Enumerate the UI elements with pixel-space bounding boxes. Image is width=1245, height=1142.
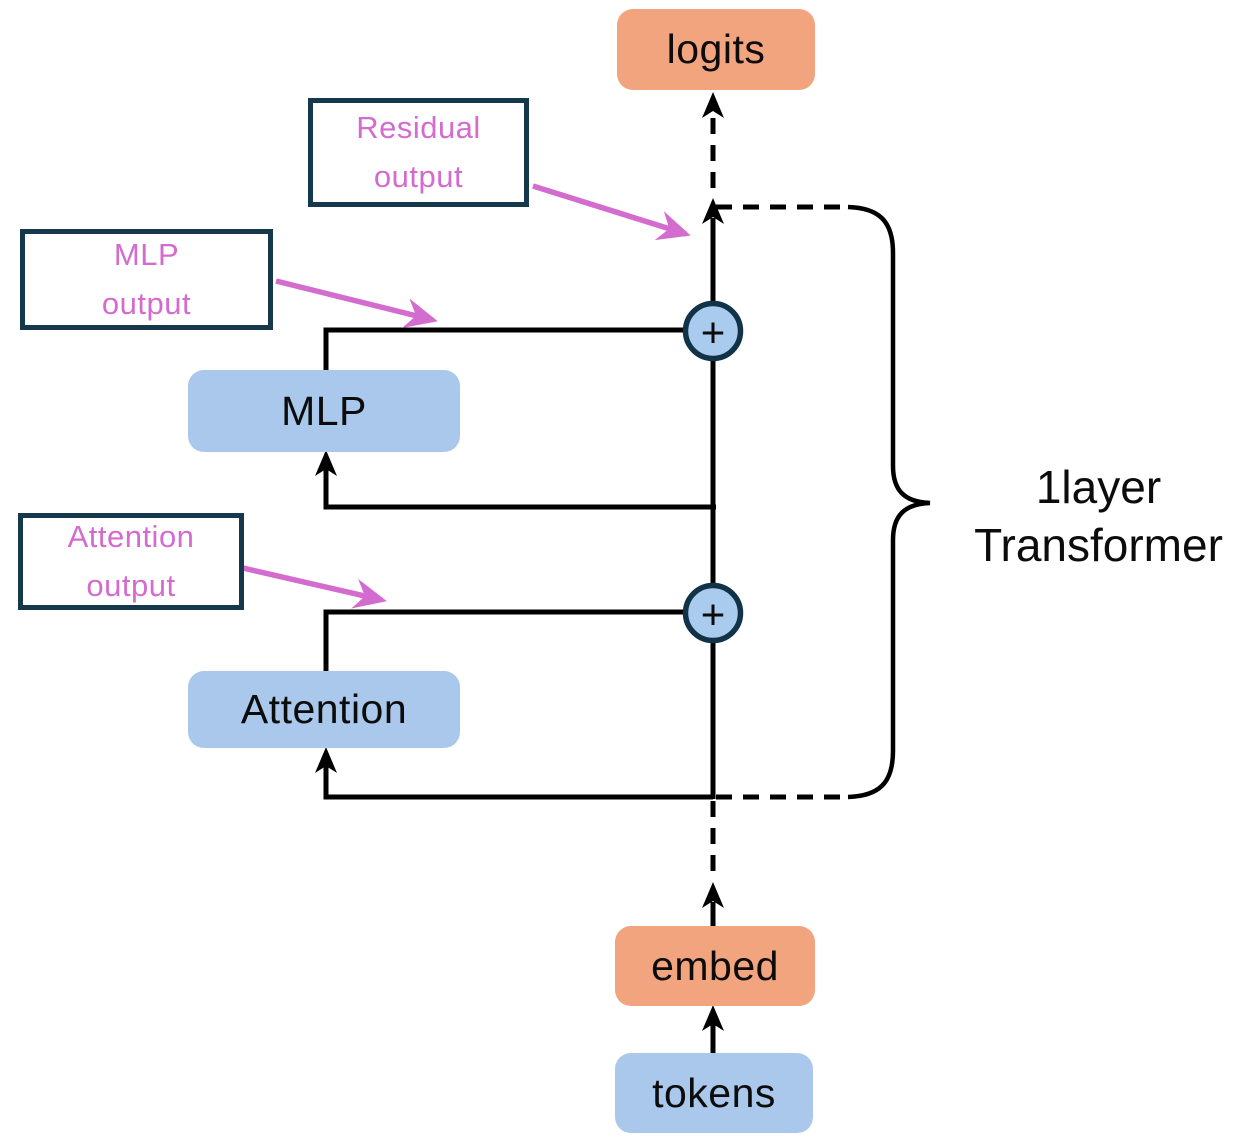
node-tokens-label: tokens xyxy=(652,1069,776,1116)
node-logits-label: logits xyxy=(666,26,766,72)
annotation-residual-line1: Residual xyxy=(356,110,481,146)
mlp-output-arrow xyxy=(275,278,438,328)
node-logits: logits xyxy=(617,9,815,90)
plus-sign: + xyxy=(701,309,726,356)
arrowhead-above-embed xyxy=(702,882,724,908)
annotation-attention-line1: Attention xyxy=(67,519,195,555)
plus-circle-icon xyxy=(682,300,744,362)
arrowhead-top-junction xyxy=(702,198,724,224)
attention-input-skip-line xyxy=(323,763,713,800)
node-tokens: tokens xyxy=(615,1053,813,1133)
node-attention-label: Attention xyxy=(240,686,408,732)
attention-output-arrow xyxy=(242,565,387,609)
attention-output-line xyxy=(323,609,686,671)
mlp-branch-lines xyxy=(323,327,716,510)
annotation-mlp-line1: MLP xyxy=(113,237,180,273)
node-embed: embed xyxy=(615,926,815,1006)
mlp-output-line xyxy=(323,327,686,371)
black-arrowheads xyxy=(315,92,724,1031)
node-embed-label: embed xyxy=(651,942,779,989)
plus-circle-icon xyxy=(682,582,744,644)
add-node-top: + xyxy=(682,300,744,362)
node-mlp: MLP xyxy=(188,370,460,452)
mlp-input-skip-line xyxy=(323,468,716,510)
node-mlp-label: MLP xyxy=(281,387,367,434)
annotation-residual-output: Residual output xyxy=(308,98,529,207)
annotation-attention-output: Attention output xyxy=(18,513,244,610)
annotation-attention-line2: output xyxy=(86,567,176,603)
plus-sign: + xyxy=(701,591,726,638)
arrowhead-into-logits xyxy=(702,92,724,118)
residual-output-arrow xyxy=(532,183,691,241)
attention-branch-lines xyxy=(323,609,713,800)
brace-label-line2: Transformer xyxy=(974,519,1223,572)
arrowhead-into-mlp xyxy=(315,450,337,476)
annotation-arrows xyxy=(242,183,691,609)
brace-label-line1: 1layer xyxy=(1035,461,1162,513)
annotation-mlp-output: MLP output xyxy=(20,229,273,330)
annotation-mlp-line2: output xyxy=(101,285,192,321)
add-node-bottom: + xyxy=(682,582,744,644)
arrowhead-into-embed xyxy=(702,1005,724,1031)
node-attention: Attention xyxy=(188,671,460,748)
residual-stream-dashed xyxy=(710,118,848,880)
arrowhead-into-attention xyxy=(315,747,337,773)
transformer-brace xyxy=(847,204,931,800)
brace-label: 1layer Transformer xyxy=(952,458,1245,575)
annotation-residual-line2: output xyxy=(373,158,464,194)
